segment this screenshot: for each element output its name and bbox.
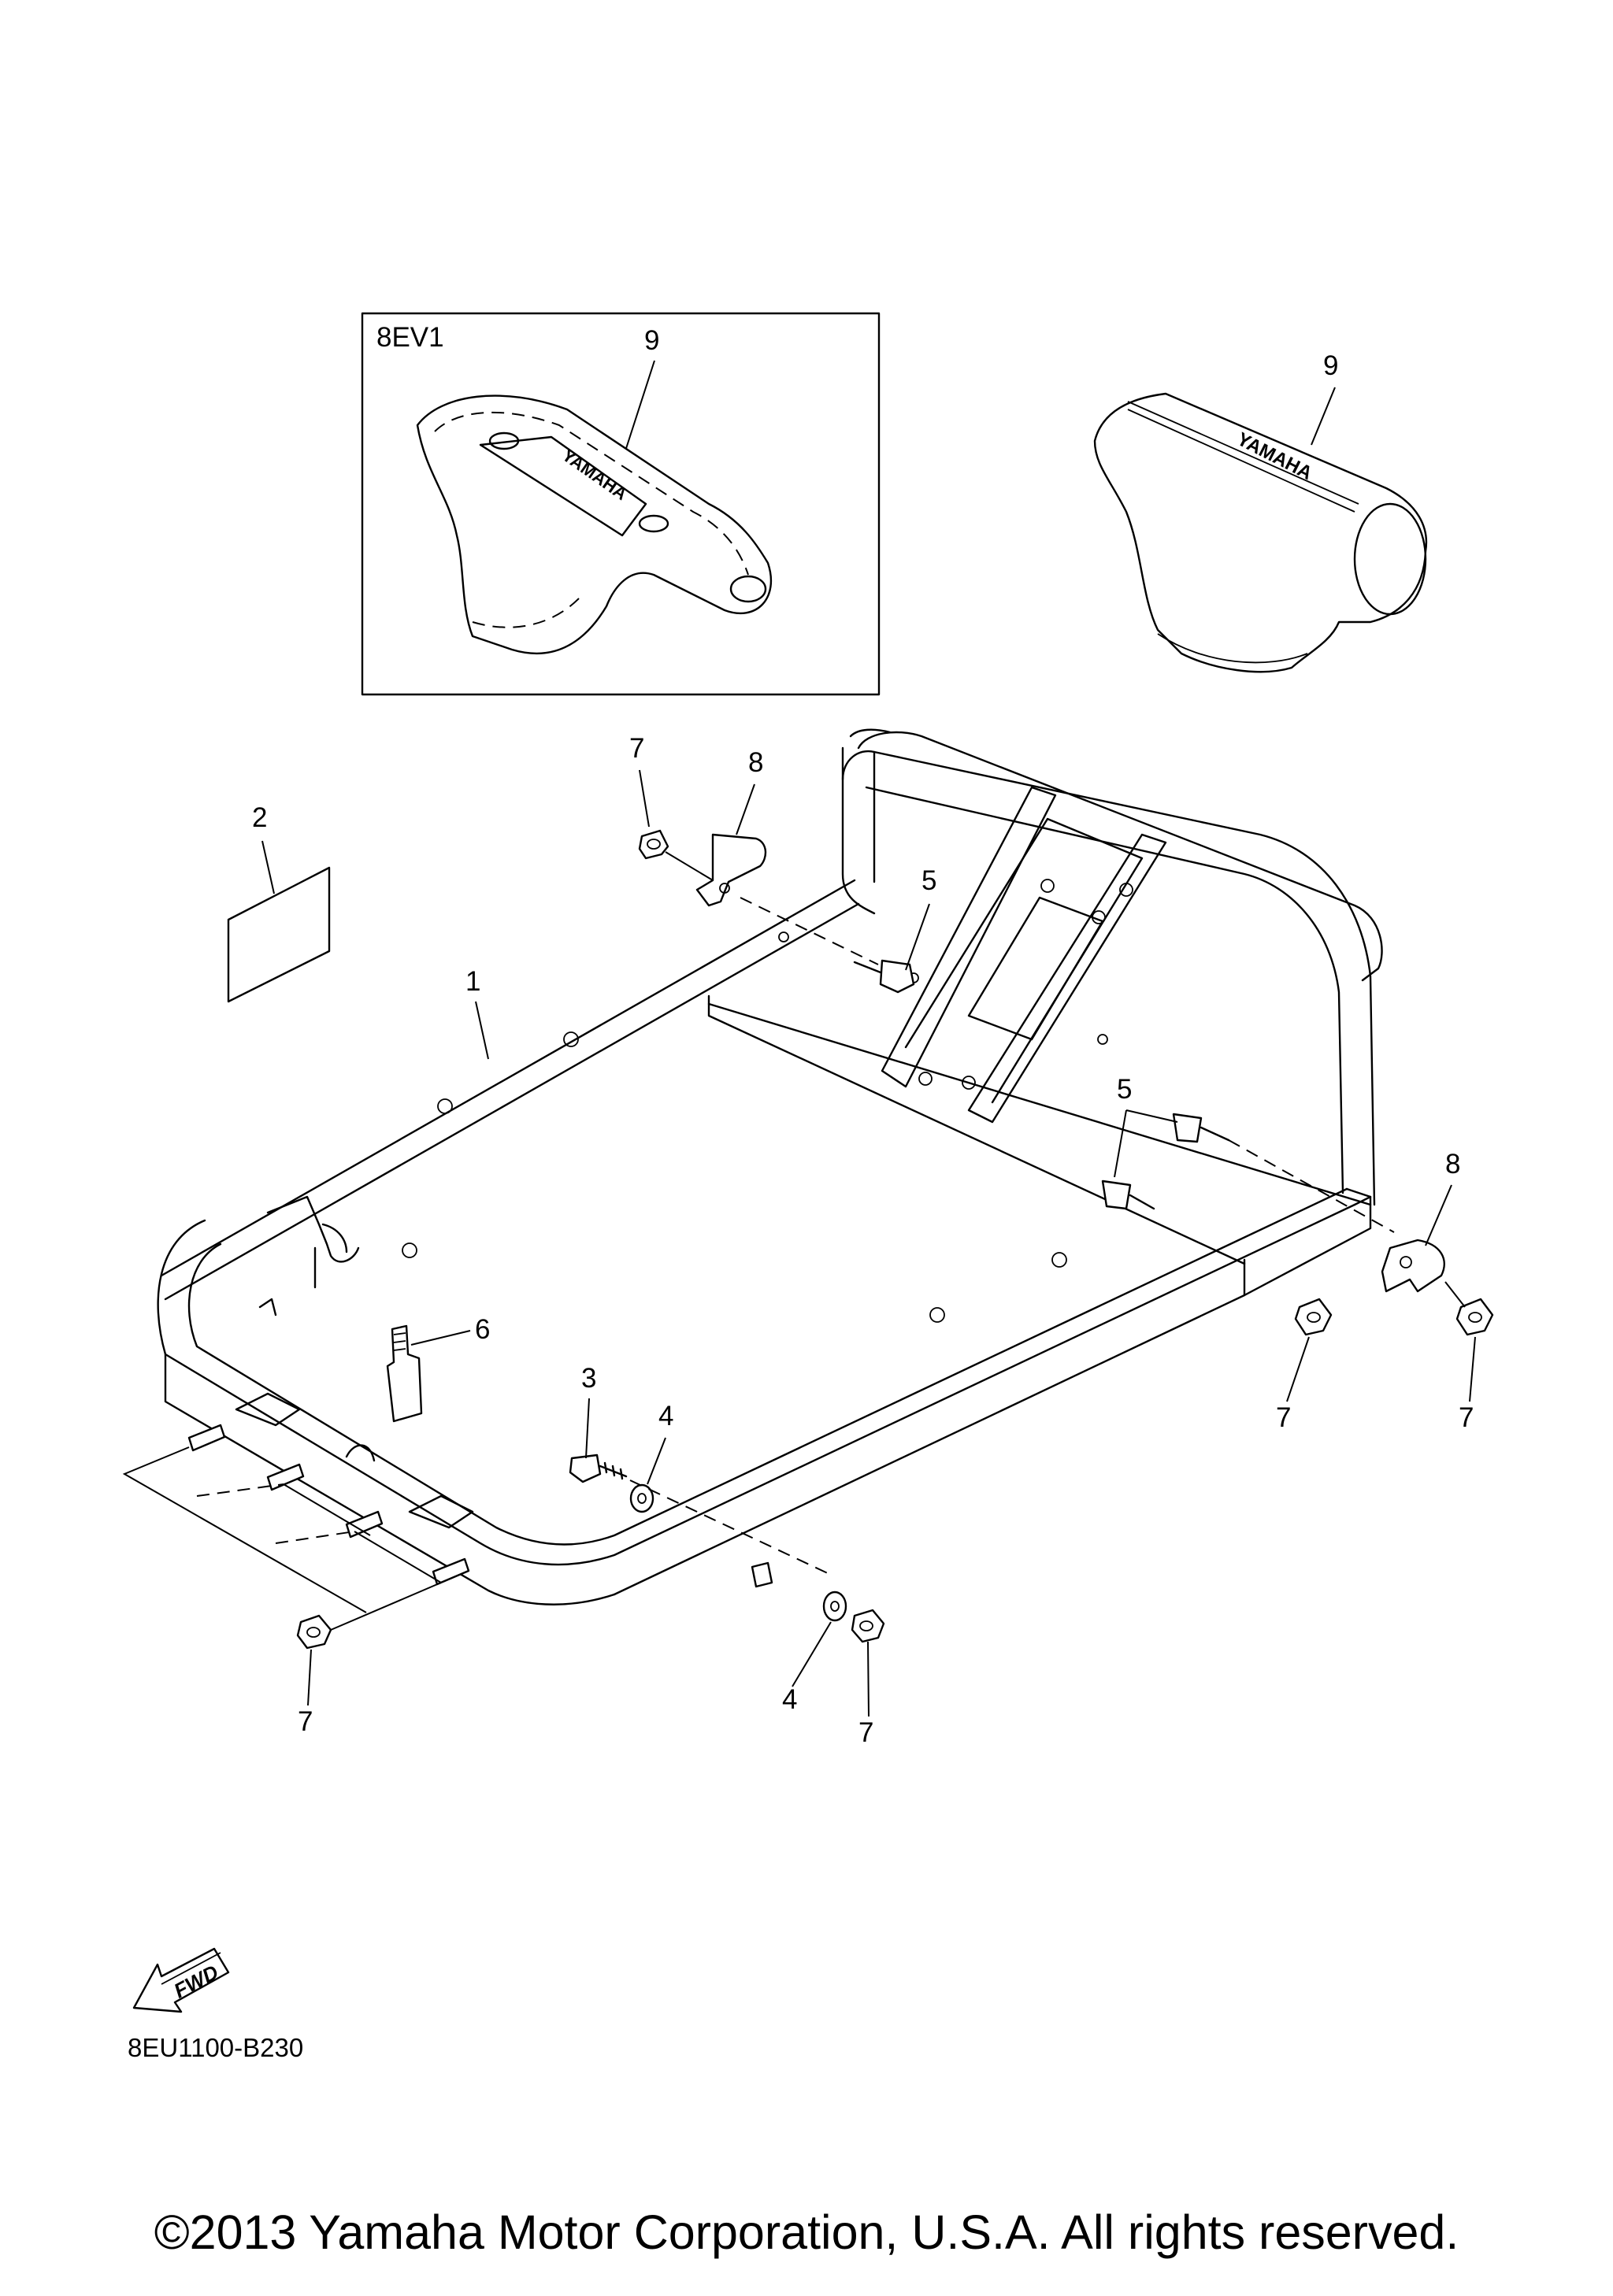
callout-1: 1 — [465, 966, 480, 997]
nut-left — [296, 1614, 332, 1650]
inset-code-label: 8EV1 — [376, 322, 444, 353]
strap — [386, 1324, 423, 1423]
callout-9-right: 9 — [1323, 350, 1338, 381]
decal — [227, 866, 331, 1003]
handlebar-pad-8ev1: YAMAHA — [416, 394, 773, 655]
callout-4-mid: 4 — [658, 1401, 673, 1431]
inset-frame — [361, 312, 881, 696]
callout-6: 6 — [475, 1314, 490, 1345]
washer-bottom — [822, 1591, 847, 1622]
callout-3: 3 — [581, 1363, 596, 1394]
callout-4-bottom: 4 — [782, 1684, 797, 1715]
callout-5-top: 5 — [921, 865, 936, 896]
bolt-right-b — [1101, 1179, 1155, 1210]
nut-top — [638, 829, 669, 860]
nut-bottom — [851, 1609, 885, 1643]
inset-8ev1: 8EV1 9 YAMAHA — [361, 312, 881, 696]
nut-right-b — [1455, 1298, 1494, 1336]
copyright-notice: ©2013 Yamaha Motor Corporation, U.S.A. A… — [154, 2205, 1459, 2259]
diagram-code: 8EU1100-B230 — [128, 2033, 303, 2062]
washer-mid — [629, 1483, 654, 1513]
handlebar-cover: YAMAHA — [1093, 392, 1428, 673]
callout-8-top: 8 — [748, 747, 763, 778]
callout-7-right-b: 7 — [1459, 1402, 1474, 1433]
callout-2: 2 — [252, 802, 267, 833]
bolt-3 — [569, 1454, 628, 1483]
inset-callout-9: 9 — [644, 325, 659, 356]
fwd-arrow-icon: FWD — [132, 1947, 230, 2013]
bolt-top — [853, 959, 915, 994]
callout-8-right: 8 — [1445, 1149, 1460, 1179]
bolt-right-a — [1172, 1113, 1230, 1143]
callout-7-left: 7 — [298, 1706, 313, 1737]
clip-right — [1381, 1239, 1445, 1293]
clip-top — [695, 833, 767, 907]
bumper-frame — [157, 728, 1383, 1605]
callout-7-top: 7 — [629, 733, 644, 764]
callout-7-bottom: 7 — [858, 1717, 873, 1748]
callout-5-right: 5 — [1117, 1074, 1132, 1105]
callout-7-right-a: 7 — [1276, 1402, 1291, 1433]
studs-left — [187, 1424, 470, 1586]
nut-right-a — [1294, 1298, 1333, 1336]
